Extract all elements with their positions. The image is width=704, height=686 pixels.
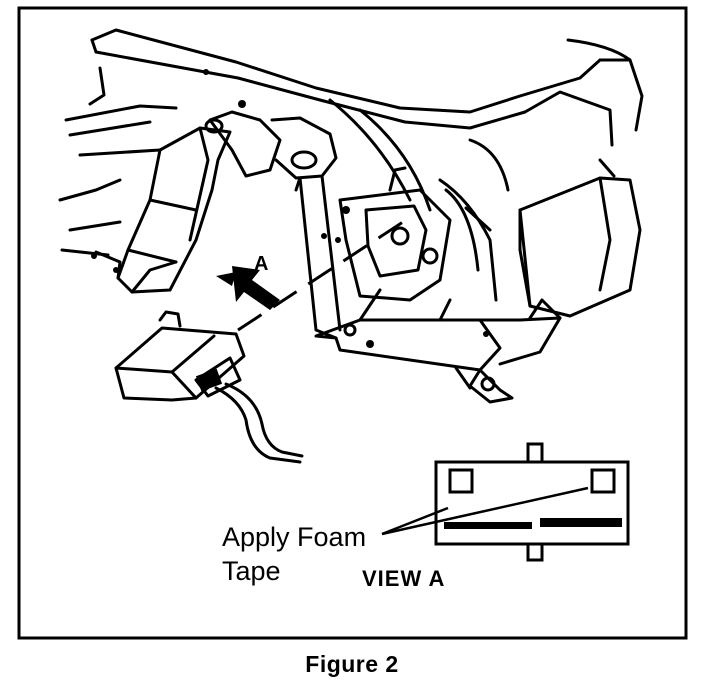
module-component-drawing <box>114 310 304 464</box>
alignment-dashed-line <box>237 218 407 332</box>
instrument-panel-frame-drawing <box>58 28 644 404</box>
fastener-holes <box>91 69 489 348</box>
view-a-arrow-shadow <box>216 272 236 286</box>
connector-block <box>195 368 223 392</box>
view-a-arrow <box>232 266 280 310</box>
view-a-inset <box>434 442 630 562</box>
leader-lines <box>381 486 589 536</box>
foam-tape-strips <box>444 518 622 529</box>
figure-frame <box>17 6 688 640</box>
view-a-title: VIEW A <box>362 566 445 591</box>
apply-foam-tape-label-line2: Tape <box>222 556 281 586</box>
apply-foam-tape-label-line1: Apply Foam <box>222 522 366 552</box>
figure-caption: Figure 2 <box>305 651 398 677</box>
view-marker-label: A <box>254 253 268 275</box>
